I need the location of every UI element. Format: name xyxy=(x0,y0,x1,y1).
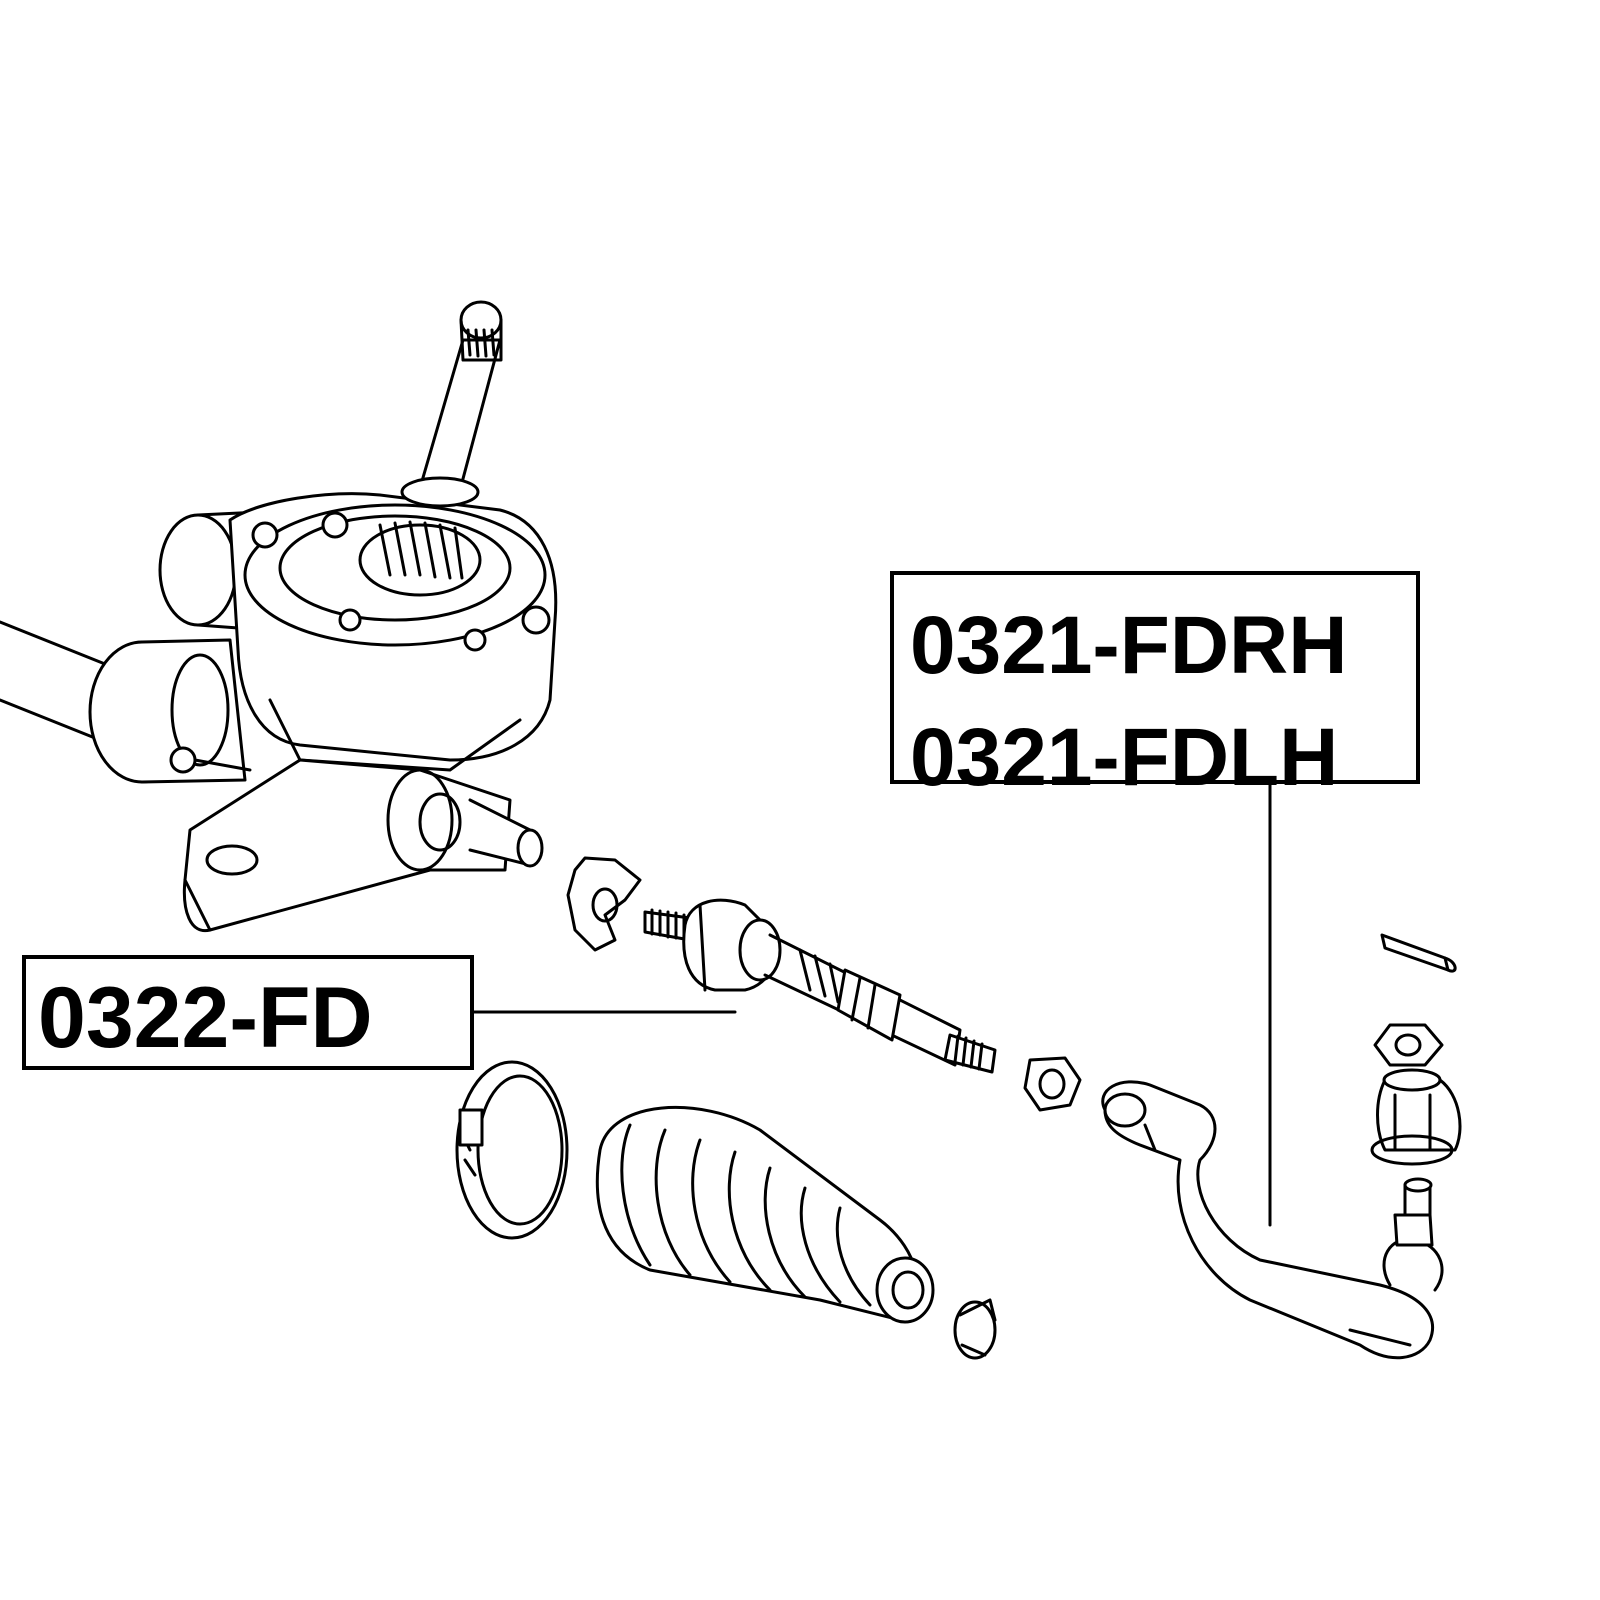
pinion-input-shaft xyxy=(400,300,503,508)
steering-gear-housing xyxy=(0,492,558,933)
castle-nut xyxy=(1370,1068,1462,1166)
inner-tie-rod xyxy=(643,898,997,1074)
hex-nut xyxy=(1373,1023,1444,1067)
rack-end-stub xyxy=(386,768,544,872)
lock-nut xyxy=(1023,1056,1082,1112)
outer-tie-rod-end xyxy=(1101,1080,1444,1360)
part-number-label-tie-rod-end: 0321-FDRH 0321-FDLH xyxy=(890,571,1420,799)
cotter-pin xyxy=(1380,933,1457,973)
boot-clamp-band xyxy=(455,1060,569,1240)
small-boot-clip xyxy=(953,1298,997,1360)
part-number-inner-rod: 0322-FD xyxy=(38,970,373,1066)
lock-washer xyxy=(566,856,642,952)
rack-boot-bellows xyxy=(595,1106,935,1324)
part-number-rh: 0321-FDRH xyxy=(910,600,1348,691)
part-number-label-inner-rod: 0322-FD xyxy=(22,955,474,1070)
part-number-lh: 0321-FDLH xyxy=(910,712,1339,803)
